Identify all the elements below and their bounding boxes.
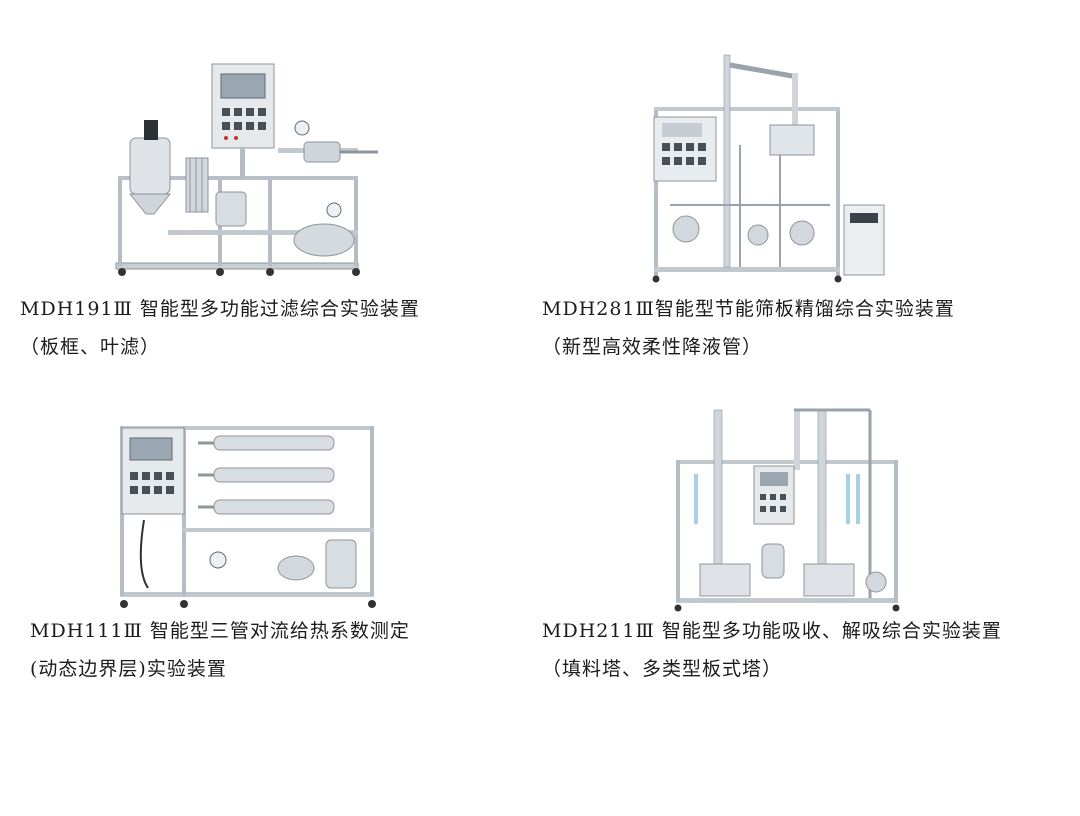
product-title: MDH211Ⅲ 智能型多功能吸收、解吸综合实验装置 [542,620,1002,642]
product-subtitle: (动态边界层)实验装置 [30,658,227,680]
product-caption-absorption: MDH211Ⅲ 智能型多功能吸收、解吸综合实验装置 （填料塔、多类型板式塔） [542,612,1002,688]
filtration-apparatus-image [108,58,388,290]
heat-transfer-apparatus-image [118,420,380,610]
product-caption-distillation: MDH281Ⅲ智能型节能筛板精馏综合实验装置 （新型高效柔性降液管） [542,290,955,366]
distillation-apparatus-image [640,45,890,285]
product-title: MDH191Ⅲ 智能型多功能过滤综合实验装置 [20,298,420,320]
product-caption-heat-transfer: MDH111Ⅲ 智能型三管对流给热系数测定 (动态边界层)实验装置 [30,612,410,688]
product-title: MDH281Ⅲ智能型节能筛板精馏综合实验装置 [542,298,955,320]
product-subtitle: （新型高效柔性降液管） [542,336,763,358]
product-title: MDH111Ⅲ 智能型三管对流给热系数测定 [30,620,410,642]
product-subtitle: （板框、叶滤） [20,336,161,358]
product-subtitle: （填料塔、多类型板式塔） [542,658,783,680]
absorption-apparatus-image [670,404,902,614]
product-caption-filtration: MDH191Ⅲ 智能型多功能过滤综合实验装置 （板框、叶滤） [20,290,420,366]
